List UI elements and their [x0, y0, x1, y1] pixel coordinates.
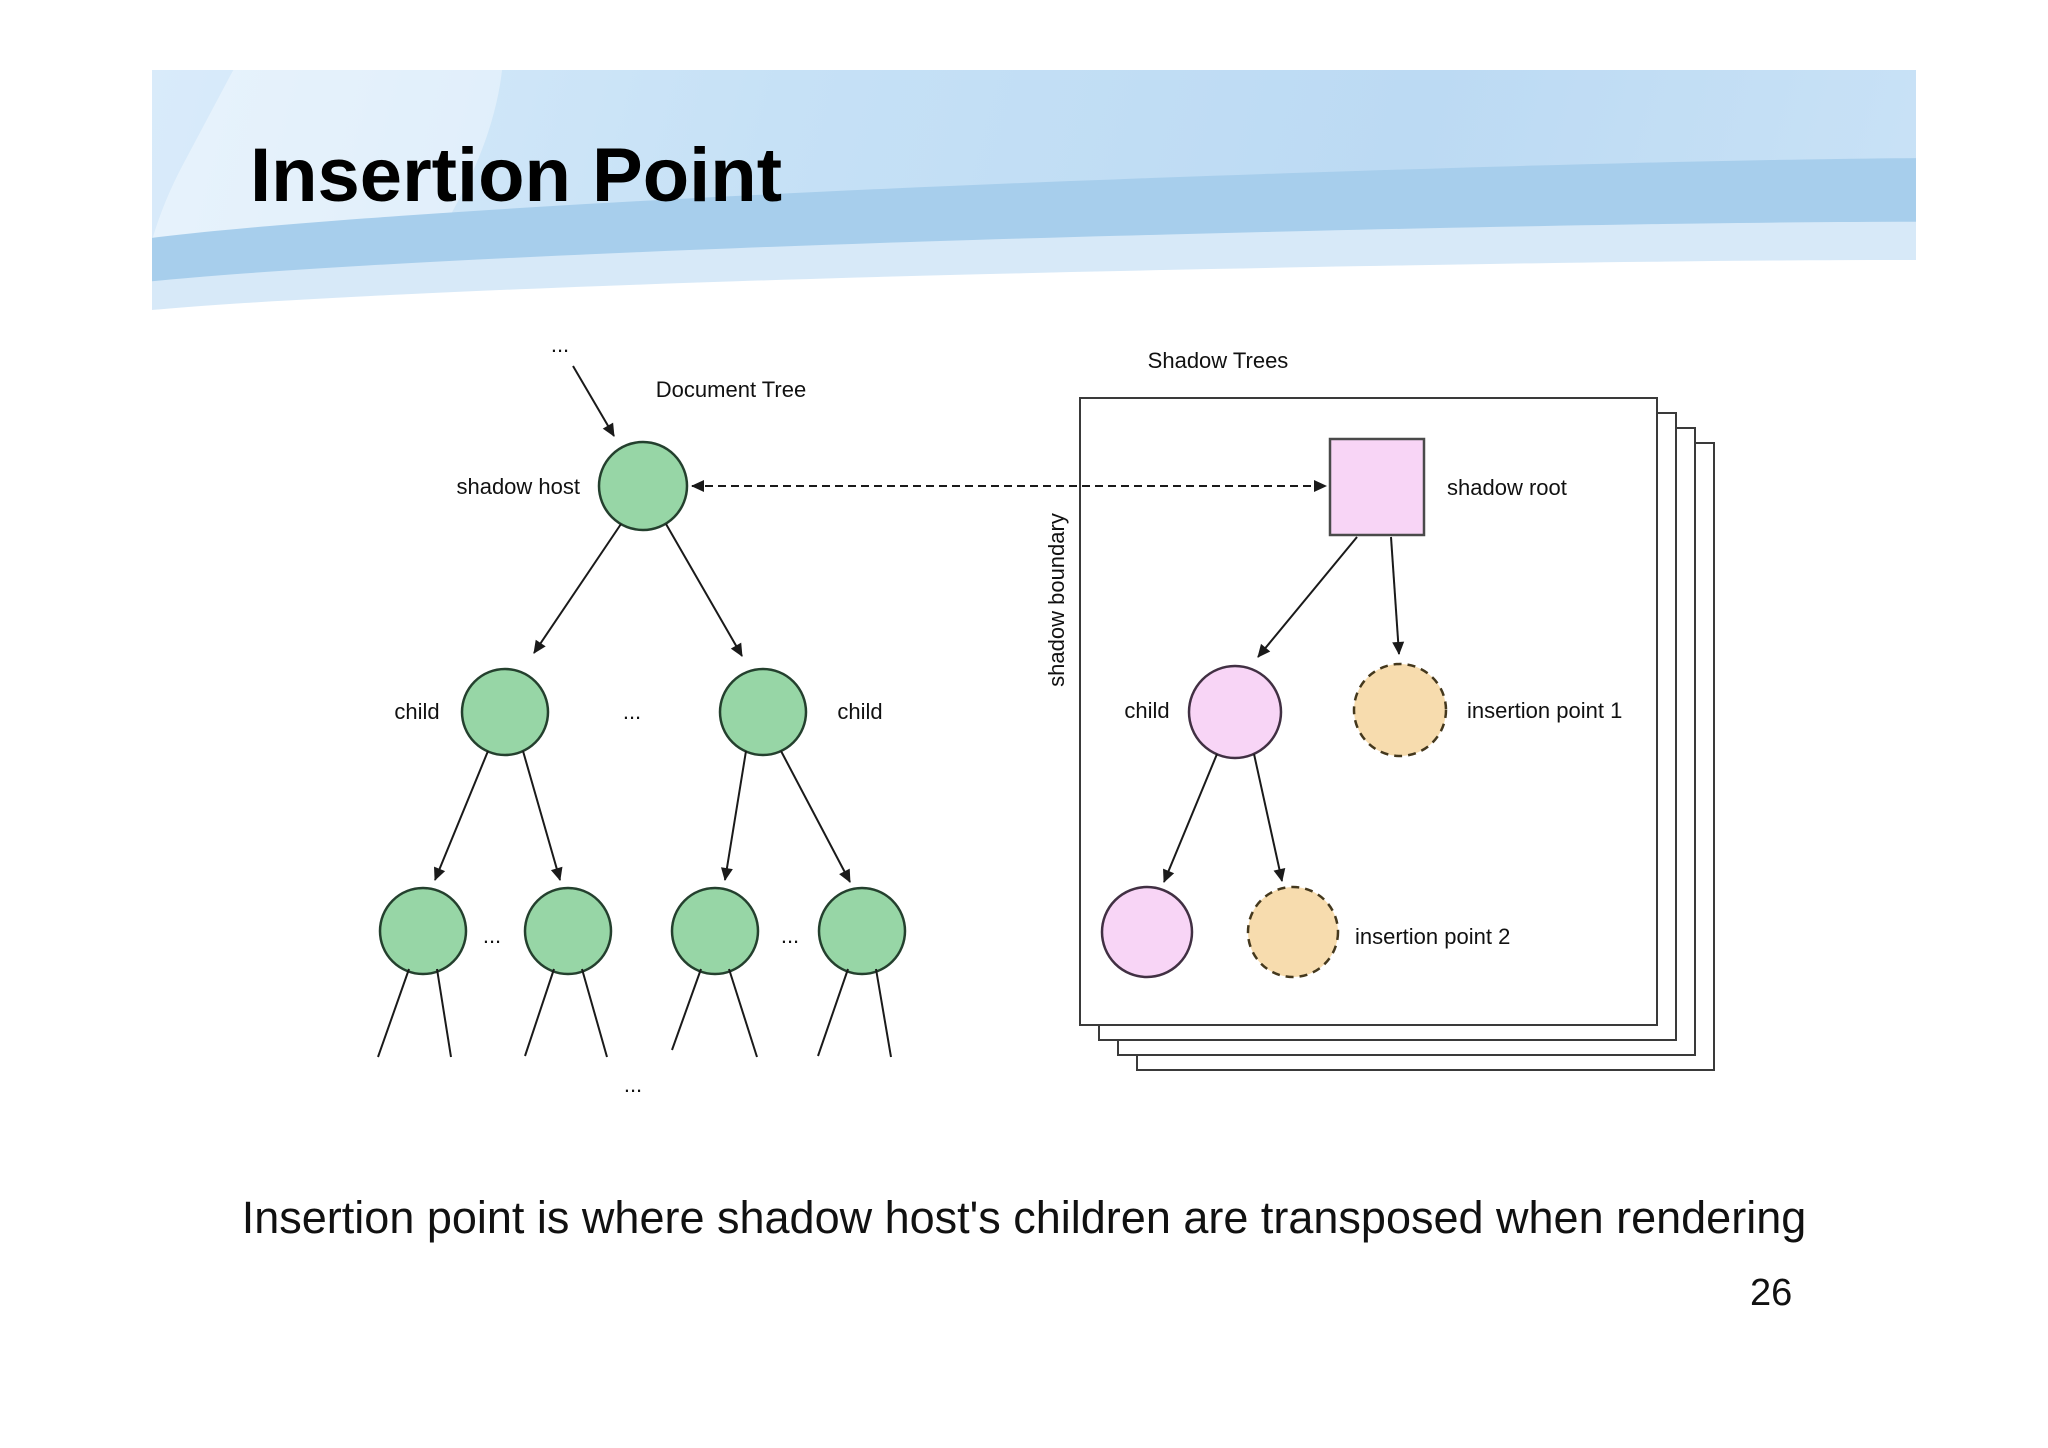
gc1-desc-right — [436, 968, 452, 1058]
edge-host-to-child-left — [533, 523, 622, 654]
edge-childR-to-gc3 — [721, 750, 747, 881]
edge-parent-to-host — [572, 365, 615, 437]
gc4-desc-left — [817, 968, 849, 1057]
slide-caption: Insertion point is where shadow host's c… — [241, 1192, 1807, 1243]
gc3-desc-left — [671, 968, 702, 1051]
slide-title: Insertion Point — [250, 133, 782, 218]
insertion-point-2-node — [1246, 885, 1340, 979]
shadow-boundary-label: shadow boundary — [1044, 513, 1069, 687]
edge-root-to-child — [1257, 536, 1358, 658]
insertion-point-1-label: insertion point 1 — [1467, 698, 1622, 723]
shadow-host-label: shadow host — [456, 474, 580, 499]
page-number: 26 — [1750, 1272, 1793, 1314]
doc-grandchild-3-node — [670, 886, 760, 976]
ellipsis-row3-left: ... — [483, 923, 501, 948]
edge-host-to-child-right — [665, 523, 743, 657]
insertion-point-1-node — [1352, 662, 1448, 758]
shadow-host-node — [597, 440, 689, 532]
edge-child-to-insertion2 — [1253, 753, 1286, 882]
insertion-point-2-label: insertion point 2 — [1355, 924, 1510, 949]
child-right-label: child — [837, 699, 882, 724]
edge-root-to-insertion1 — [1390, 536, 1405, 655]
ellipsis-row2: ... — [623, 699, 641, 724]
edge-child-to-grandchild — [1163, 753, 1218, 883]
document-tree-title: Document Tree — [656, 377, 806, 402]
gc3-desc-right — [728, 968, 758, 1058]
shadow-trees-title: Shadow Trees — [1148, 348, 1289, 373]
doc-child-left-node — [460, 667, 550, 757]
ellipsis-top: ... — [551, 332, 569, 357]
edge-childL-to-gc1 — [434, 750, 489, 881]
edge-childL-to-gc2 — [522, 750, 563, 881]
shadow-root-label: shadow root — [1447, 475, 1567, 500]
shadow-root-node — [1328, 437, 1426, 537]
header-banner — [152, 70, 1916, 310]
edge-childR-to-gc4 — [780, 750, 851, 883]
gc4-desc-right — [875, 968, 892, 1058]
shadow-grandchild-node — [1100, 885, 1194, 979]
gc1-desc-left — [377, 968, 410, 1058]
gc2-desc-left — [524, 968, 555, 1057]
doc-grandchild-4-node — [817, 886, 907, 976]
doc-child-right-node — [718, 667, 808, 757]
ellipsis-bottom: ... — [624, 1072, 642, 1097]
shadow-child-label: child — [1124, 698, 1169, 723]
ellipsis-row3-right: ... — [781, 923, 799, 948]
doc-grandchild-2-node — [523, 886, 613, 976]
shadow-child-node — [1187, 664, 1283, 760]
gc2-desc-right — [581, 968, 608, 1058]
doc-grandchild-1-node — [378, 886, 468, 976]
child-left-label: child — [394, 699, 439, 724]
